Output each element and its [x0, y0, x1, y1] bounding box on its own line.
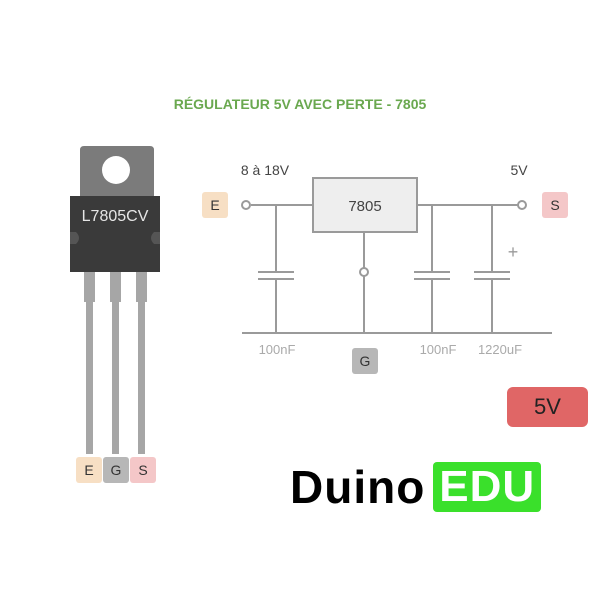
pin-wire-s	[138, 302, 145, 454]
pin-wire-e	[86, 302, 93, 454]
package-marking: L7805CV	[82, 208, 149, 225]
input-terminal	[241, 200, 251, 210]
logo-duino-text: Duino	[290, 461, 426, 513]
output-voltage-badge: 5V	[507, 387, 588, 427]
c3-value-label: 1220uF	[478, 342, 522, 357]
figure-title: RÉGULATEUR 5V AVEC PERTE - 7805	[173, 96, 427, 112]
package-pin-g-badge: G	[103, 457, 129, 483]
schematic-input-badge: E	[202, 192, 228, 218]
schematic-output-badge: S	[542, 192, 568, 218]
c1-value-label: 100nF	[259, 342, 296, 357]
package-pin-e-badge: E	[76, 457, 102, 483]
schematic-ground-badge: G	[352, 348, 378, 374]
regulator-label: 7805	[348, 198, 381, 215]
package-notch-left	[70, 232, 79, 244]
pin-leg-g	[110, 272, 121, 302]
pin-wire-g	[112, 302, 119, 454]
schematic	[241, 177, 552, 334]
duinoedu-logo: Duino EDU	[290, 461, 542, 513]
polarity-mark: +	[508, 242, 519, 262]
logo-edu-text: EDU	[433, 462, 542, 512]
ic-ground-terminal	[359, 267, 369, 277]
pin-leg-e	[84, 272, 95, 302]
package-notch-right	[151, 232, 160, 244]
input-voltage-label: 8 à 18V	[241, 162, 290, 178]
package-mounting-hole	[102, 156, 130, 184]
c2-value-label: 100nF	[420, 342, 457, 357]
schematic-labels: 7805 8 à 18V 5V + 100nF 100nF 1220uF	[241, 162, 528, 357]
to220-package: L7805CV	[70, 146, 160, 454]
package-pin-s-badge: S	[130, 457, 156, 483]
output-voltage-label: 5V	[510, 162, 528, 178]
package-body	[70, 196, 160, 272]
pin-leg-s	[136, 272, 147, 302]
output-terminal	[517, 200, 527, 210]
